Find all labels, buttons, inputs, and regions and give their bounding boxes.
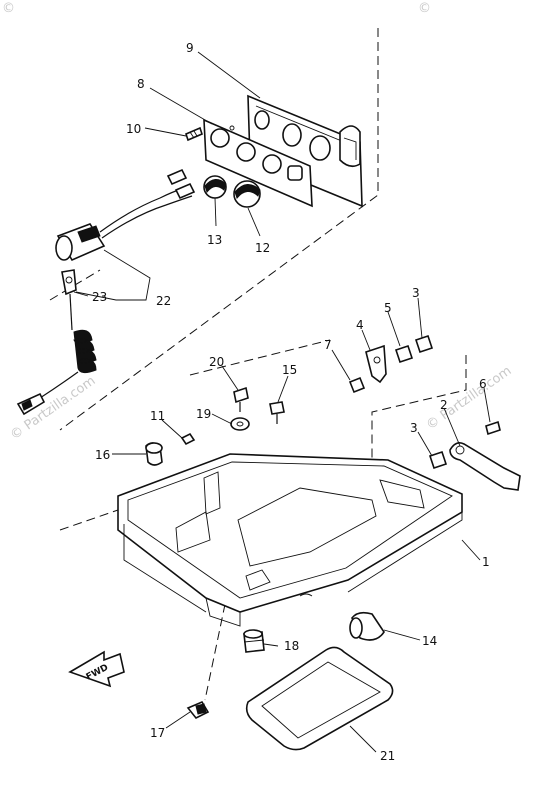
part-11-nut	[180, 432, 196, 446]
watermark-copyright: ©	[2, 1, 15, 16]
callout-15: 15	[282, 363, 297, 377]
callout-10: 10	[126, 122, 141, 136]
fwd-arrow-icon: FWD	[68, 650, 125, 688]
part-23-lanyard	[16, 269, 97, 416]
callout-11: 11	[150, 409, 165, 423]
callout-7: 7	[324, 338, 332, 352]
part-3-upper-nut	[414, 334, 434, 354]
part-13-cap	[203, 175, 227, 199]
part-3-lower-nut	[428, 450, 448, 470]
part-10-screw	[185, 126, 203, 142]
part-14-grommet	[349, 611, 385, 641]
part-15-plug	[269, 401, 285, 424]
part-18-grommet	[243, 629, 265, 653]
part-20-bolt	[233, 386, 249, 412]
part-21-gasket	[245, 646, 394, 751]
callout-9: 9	[186, 41, 194, 55]
part-16-grommet	[145, 442, 163, 466]
callout-19: 19	[196, 407, 211, 421]
callout-14: 14	[422, 634, 437, 648]
callout-3-lower: 3	[410, 421, 418, 435]
callout-5: 5	[384, 301, 392, 315]
part-19-washer	[230, 417, 250, 431]
dashed-boundary-middle	[189, 339, 331, 376]
callout-2: 2	[440, 398, 448, 412]
callout-12: 12	[255, 241, 270, 255]
callout-18: 18	[284, 639, 299, 653]
part-6-screw	[485, 420, 501, 436]
callout-21: 21	[380, 749, 395, 763]
part-5-nut	[394, 344, 414, 364]
dashed-boundary-right	[371, 355, 467, 465]
part-4-bracket	[365, 344, 387, 384]
callout-17: 17	[150, 726, 165, 740]
callout-4: 4	[356, 318, 364, 332]
callout-20: 20	[209, 355, 224, 369]
part-7-nut	[348, 376, 366, 394]
callout-22: 22	[156, 294, 171, 308]
part-2-lever	[449, 442, 521, 491]
part-12-cap	[233, 180, 261, 208]
dashed-boundary-upper	[59, 28, 379, 431]
callout-13: 13	[207, 233, 222, 247]
part-17-clip	[186, 700, 210, 720]
callout-23: 23	[92, 290, 107, 304]
part-22-stop-switch	[55, 168, 196, 262]
dashed-boundary-left	[59, 509, 119, 531]
callout-6: 6	[479, 377, 487, 391]
part-9-plate	[247, 94, 363, 208]
callout-1: 1	[482, 555, 490, 569]
dashed-leader-17	[204, 589, 229, 701]
leader-lines	[73, 51, 491, 753]
part-1-bottom-cowling	[117, 453, 463, 627]
part-8-gasket	[203, 118, 313, 208]
watermark-site-right: © Partzilla.com	[424, 363, 515, 433]
watermark-copyright-right: ©	[418, 1, 431, 16]
callout-16: 16	[95, 448, 110, 462]
callout-8: 8	[137, 77, 145, 91]
callout-3-upper: 3	[412, 286, 420, 300]
